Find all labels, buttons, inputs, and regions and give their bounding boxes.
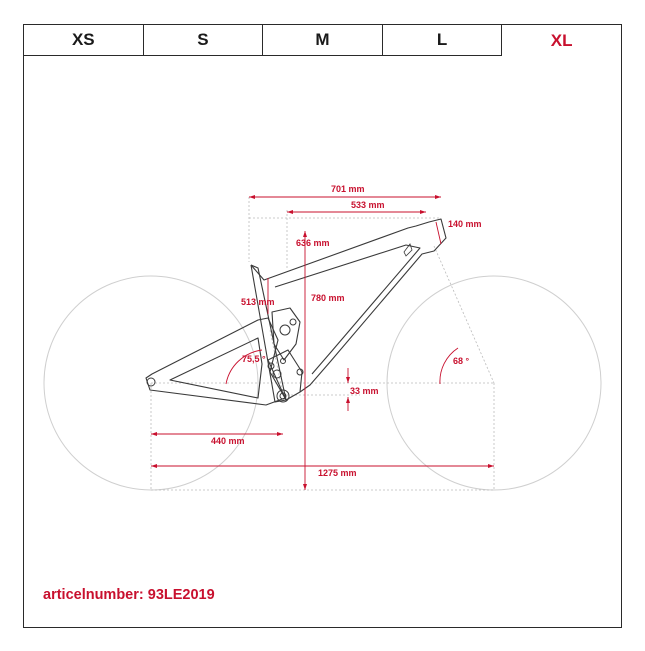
tab-size-m[interactable]: M <box>263 25 383 56</box>
frame-pivots <box>146 318 304 403</box>
stack-label: 636 mm <box>296 238 330 248</box>
seat-angle-label: 75,5 ° <box>242 354 266 364</box>
tab-size-xl[interactable]: XL <box>550 30 573 50</box>
tab-size-xs[interactable]: XS <box>24 25 144 56</box>
tab-size-l[interactable]: L <box>382 25 503 56</box>
seat-tube-label: 513 mm <box>241 297 275 307</box>
tab-size-s[interactable]: S <box>143 25 264 56</box>
article-number: articelnumber: 93LE2019 <box>43 587 215 603</box>
standover-label: 780 mm <box>311 293 345 303</box>
geometry-panel: XS S M L XL <box>23 24 622 628</box>
bike-frame <box>145 218 447 406</box>
reach-label: 701 mm <box>331 184 365 194</box>
chainstay-label: 440 mm <box>211 436 245 446</box>
bb-drop-label: 33 mm <box>350 386 379 396</box>
dimension-lines <box>151 196 494 490</box>
head-angle-label: 68 ° <box>453 356 470 366</box>
wheelbase-label: 1275 mm <box>318 468 357 478</box>
size-tabs: XS S M L XL <box>24 25 621 56</box>
head-tube-label: 140 mm <box>448 219 482 229</box>
top-tube-label: 533 mm <box>351 200 385 210</box>
brand-logo-mark <box>403 243 413 257</box>
dimension-arrows <box>151 195 494 490</box>
